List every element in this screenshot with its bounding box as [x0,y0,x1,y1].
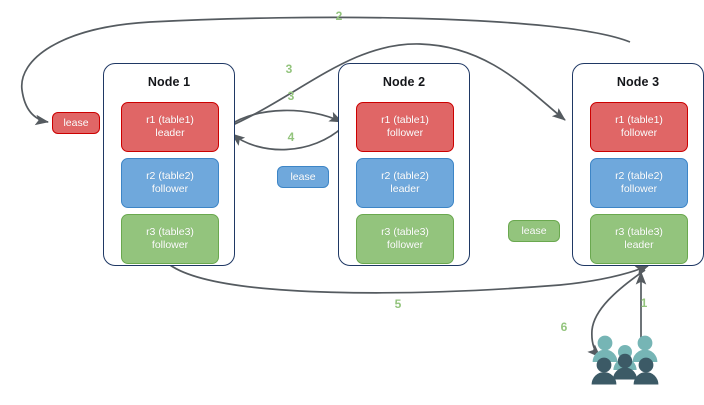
replica-box-r3-node1[interactable]: r3 (table3) follower [121,214,219,264]
edge-step-5 [169,264,649,294]
edge-step-3-to-node2 [227,109,343,127]
step-label-5: 5 [394,297,402,311]
lease-badge-green[interactable]: lease [508,220,560,242]
replica-role: follower [151,239,189,251]
step-label-3-node3: 3 [285,62,293,76]
replica-box-r2-node2[interactable]: r2 (table2) leader [356,158,454,208]
lease-badge-blue[interactable]: lease [277,166,329,188]
step-label-3-node2: 3 [287,89,295,103]
node-container-2[interactable]: Node 2 r1 (table1) follower r2 (table2) … [338,63,470,266]
replica-box-r1-node2[interactable]: r1 (table1) follower [356,102,454,152]
lease-label: lease [290,171,316,183]
node-title-2: Node 2 [382,75,426,89]
replica-box-r1-node3[interactable]: r1 (table1) follower [590,102,688,152]
replica-box-r2-node3[interactable]: r2 (table2) follower [590,158,688,208]
replica-name: r1 (table1) [381,113,429,126]
replica-role: follower [620,127,658,139]
step-label-2: 2 [335,9,343,23]
replica-box-r3-node2[interactable]: r3 (table3) follower [356,214,454,264]
replica-name: r1 (table1) [615,113,663,126]
replica-name: r2 (table2) [381,169,429,182]
node-title-1: Node 1 [147,75,191,89]
replica-name: r3 (table3) [615,225,663,238]
step-label-6: 6 [560,320,568,334]
replica-name: r2 (table2) [146,169,194,182]
replica-box-r3-node3[interactable]: r3 (table3) leader [590,214,688,264]
replica-name: r3 (table3) [381,225,429,238]
users-icon [588,332,662,388]
replica-box-r2-node1[interactable]: r2 (table2) follower [121,158,219,208]
replica-role: follower [386,127,424,139]
node-title-3: Node 3 [616,75,660,89]
node-container-1[interactable]: Node 1 r1 (table1) leader r2 (table2) fo… [103,63,235,266]
lease-label: lease [63,117,89,129]
replica-role: follower [620,183,658,195]
step-label-4: 4 [287,130,295,144]
replica-role: follower [386,239,424,251]
replica-name: r1 (table1) [146,113,194,126]
node-container-3[interactable]: Node 3 r1 (table1) follower r2 (table2) … [572,63,704,266]
replica-name: r2 (table2) [615,169,663,182]
users-icon-svg [591,335,659,385]
replica-role: follower [151,183,189,195]
lease-label: lease [521,225,547,237]
step-label-1: 1 [640,296,648,310]
replica-name: r3 (table3) [146,225,194,238]
replica-box-r1-node1[interactable]: r1 (table1) leader [121,102,219,152]
replica-role: leader [624,239,654,251]
lease-badge-red[interactable]: lease [52,112,100,134]
replica-role: leader [155,127,185,139]
replica-role: leader [390,183,420,195]
